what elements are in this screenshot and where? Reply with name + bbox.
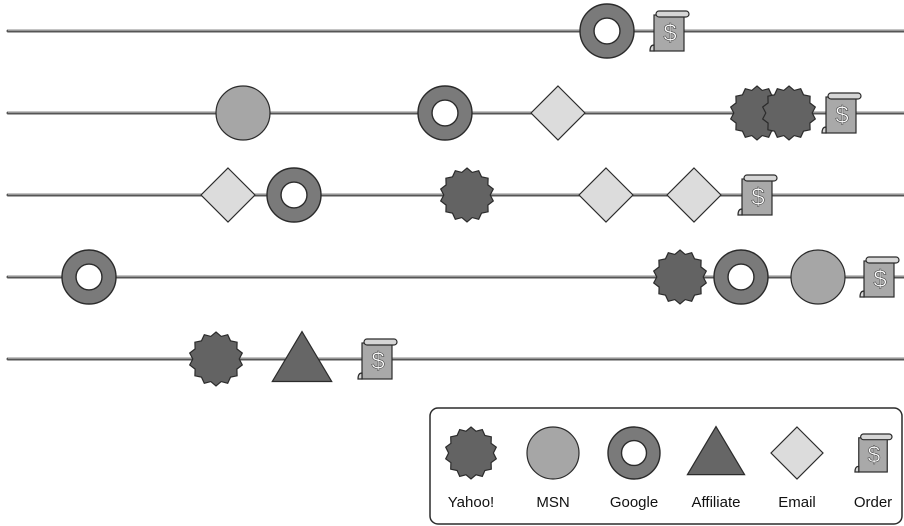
legend-item-google: Google <box>607 426 661 511</box>
legend-box <box>429 407 903 525</box>
legend-label-email: Email <box>778 494 816 511</box>
touchpoint-yahoo-icon <box>188 331 244 387</box>
legend-label-msn: MSN <box>536 494 569 511</box>
touchpoint-email-icon <box>666 167 722 223</box>
email-diamond-icon <box>770 426 824 480</box>
dollar-symbol: $ <box>868 442 881 468</box>
google-ring-icon <box>607 426 661 480</box>
msn-circle-icon <box>526 426 580 480</box>
touchpoint-order-icon: $ <box>737 174 778 216</box>
touchpoint-google-icon <box>266 167 322 223</box>
legend-label-order: Order <box>854 494 892 511</box>
dollar-symbol: $ <box>873 266 886 293</box>
touchpoint-affiliate-icon <box>271 330 333 383</box>
legend-label-affiliate: Affiliate <box>692 494 741 511</box>
affiliate-triangle-icon <box>686 425 746 476</box>
dollar-symbol: $ <box>371 348 384 375</box>
touchpoint-yahoo-icon <box>439 167 495 223</box>
dollar-symbol: $ <box>663 20 676 47</box>
touchpoint-msn-icon <box>215 85 271 141</box>
touchpoint-order-icon: $ <box>859 256 900 298</box>
touchpoint-email-icon <box>200 167 256 223</box>
yahoo-badge-icon <box>444 426 498 480</box>
touchpoint-google-icon <box>61 249 117 305</box>
touchpoint-msn-icon <box>790 249 846 305</box>
touchpoint-order-icon: $ <box>357 338 398 380</box>
legend-item-yahoo: Yahoo! <box>444 426 498 511</box>
legend-label-yahoo: Yahoo! <box>448 494 494 511</box>
touchpoint-email-icon <box>578 167 634 223</box>
touchpoint-google-icon <box>713 249 769 305</box>
legend-item-msn: MSN <box>526 426 580 511</box>
dollar-symbol: $ <box>751 184 764 211</box>
touchpoint-email-icon <box>530 85 586 141</box>
touchpoint-order-icon: $ <box>821 92 862 134</box>
legend-items: Yahoo! MSN Google Affiliate Email $ Order <box>444 425 893 511</box>
order-scroll-icon: $ <box>854 433 893 473</box>
legend: Yahoo! MSN Google Affiliate Email $ Order <box>429 407 903 525</box>
legend-item-order: $ Order <box>854 433 893 511</box>
touchpoint-yahoo-icon <box>761 85 817 141</box>
legend-item-affiliate: Affiliate <box>686 425 746 511</box>
touchpoint-google-icon <box>417 85 473 141</box>
touchpoint-order-icon: $ <box>649 10 690 52</box>
legend-label-google: Google <box>610 494 658 511</box>
legend-item-email: Email <box>770 426 824 511</box>
journey-touchpoints: $ $ $ $ $ <box>61 3 900 387</box>
touchpoint-google-icon <box>579 3 635 59</box>
touchpoint-yahoo-icon <box>652 249 708 305</box>
dollar-symbol: $ <box>835 102 848 129</box>
